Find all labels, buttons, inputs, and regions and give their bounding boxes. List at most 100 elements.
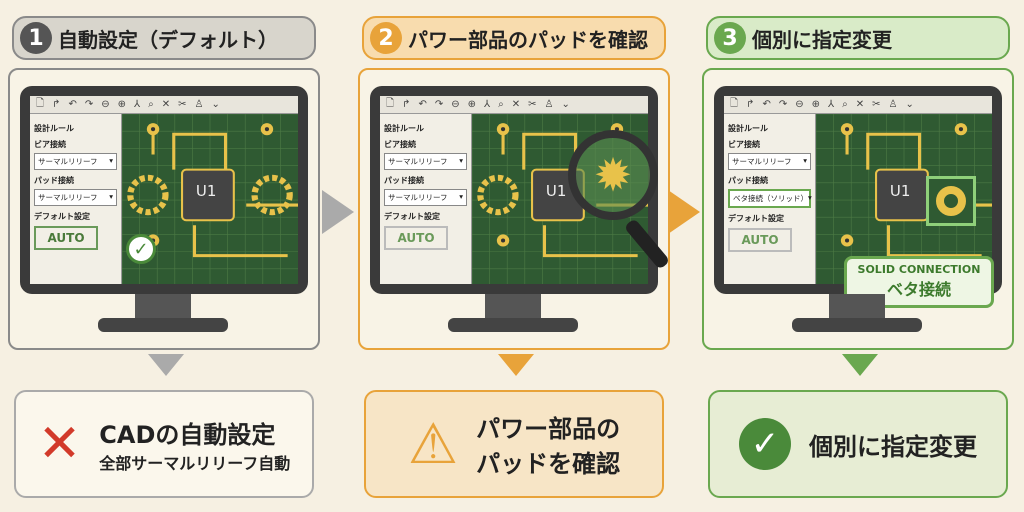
monitor: 🗋↱↶↷⊖⊕⅄⌕✕✂♙⌄設計ルールビア接続サーマルリリーフ▾パッド接続ベタ接続（… (714, 86, 1002, 294)
chip-label-u1: U1 (545, 182, 567, 200)
default-setting-label: デフォルト設定 (728, 214, 784, 223)
cut-icon[interactable]: ✂ (178, 99, 187, 110)
via-connection-value: サーマルリリーフ (732, 157, 792, 166)
sidebar-title: 設計ルール (34, 124, 74, 133)
cut-icon[interactable]: ✂ (872, 99, 881, 110)
monitor-stand (829, 294, 885, 320)
monitor-card: 🗋↱↶↷⊖⊕⅄⌕✕✂♙⌄設計ルールビア接続サーマルリリーフ▾パッド接続ベタ接続（… (702, 68, 1014, 350)
via-connection-select[interactable]: サーマルリリーフ▾ (34, 153, 117, 170)
cad-screen: 🗋↱↶↷⊖⊕⅄⌕✕✂♙⌄設計ルールビア接続サーマルリリーフ▾パッド接続サーマルリ… (30, 96, 298, 284)
monitor-card: 🗋↱↶↷⊖⊕⅄⌕✕✂♙⌄設計ルールビア接続サーマルリリーフ▾パッド接続サーマルリ… (358, 68, 671, 350)
step-title: パワー部品のパッドを確認 (408, 27, 648, 52)
sidebar-title: 設計ルール (384, 124, 424, 133)
auto-button[interactable]: AUTO (384, 226, 448, 250)
auto-button[interactable]: AUTO (34, 226, 98, 250)
cross-icon[interactable]: ✕ (511, 99, 521, 110)
pad-connection-value: サーマルリリーフ (388, 193, 448, 202)
result-line-1: パワー部品の (476, 415, 621, 443)
zoom-in-icon[interactable]: ⊕ (811, 99, 820, 110)
zoom-in-icon[interactable]: ⊕ (117, 99, 126, 110)
auto-button[interactable]: AUTO (728, 228, 792, 252)
inspect-icon[interactable]: ⌕ (148, 99, 154, 110)
down-arrow-icon (148, 354, 184, 376)
result-box: ⚠ パワー部品のパッドを確認 (364, 390, 664, 498)
route-icon[interactable]: ⅄ (484, 99, 491, 110)
cad-toolbar: 🗋 ↱ ↶ ↷ ⊖ ⊕ ⅄ ⌕ ✕ ✂ ♙ ⌄ (380, 96, 648, 114)
route-icon[interactable]: ⅄ (134, 99, 141, 110)
undo-icon[interactable]: ↶ (68, 99, 77, 110)
sidebar-title: 設計ルール (728, 124, 768, 133)
chevron-down-icon: ▾ (459, 156, 463, 165)
zoom-out-icon[interactable]: ⊖ (101, 99, 110, 110)
cross-icon: ✕ (37, 414, 82, 474)
via-connection-select[interactable]: サーマルリリーフ ▾ (728, 153, 811, 170)
inspect-icon[interactable]: ⌕ (842, 99, 848, 110)
chevron-down-icon: ▾ (459, 192, 463, 201)
pad-connection-label: パッド接続 (728, 176, 768, 185)
monitor-base (792, 318, 922, 332)
new-file-icon[interactable]: 🗋 (730, 98, 739, 109)
export-icon[interactable]: ↱ (402, 99, 411, 110)
zoom-out-icon[interactable]: ⊖ (795, 99, 804, 110)
user-icon[interactable]: ♙ (544, 99, 554, 110)
magnifier-icon: ✹ (568, 130, 658, 220)
cut-icon[interactable]: ✂ (528, 99, 537, 110)
down-arrow-icon (498, 354, 534, 376)
via-connection-select[interactable]: サーマルリリーフ ▾ (384, 153, 467, 170)
chevron-down-icon: ▾ (803, 156, 807, 165)
redo-icon[interactable]: ↷ (84, 99, 94, 110)
user-icon[interactable]: ♙ (194, 99, 204, 110)
check-icon: ✓ (739, 418, 791, 470)
pad-connection-select[interactable]: サーマルリリーフ▾ (34, 189, 117, 206)
monitor-base (98, 318, 228, 332)
pcb-canvas: U1 (815, 113, 992, 284)
step-number-badge: 1 (20, 22, 52, 54)
step-title: 個別に指定変更 (752, 27, 892, 52)
redo-icon[interactable]: ↷ (434, 99, 444, 110)
pad-connection-value: サーマルリリーフ (38, 193, 98, 202)
dropdown-icon[interactable]: ⌄ (211, 99, 220, 110)
pad-connection-select[interactable]: サーマルリリーフ ▾ (384, 189, 467, 206)
result-line-2: パッドを確認 (476, 450, 621, 478)
cross-icon[interactable]: ✕ (855, 99, 865, 110)
new-file-icon[interactable]: 🗋 (36, 98, 45, 109)
solid-pad-highlight (926, 176, 976, 226)
route-icon[interactable]: ⅄ (828, 99, 835, 110)
inspect-icon[interactable]: ⌕ (498, 99, 504, 110)
callout-english: SOLID CONNECTION (857, 263, 981, 276)
cad-toolbar: 🗋 ↱ ↶ ↷ ⊖ ⊕ ⅄ ⌕ ✕ ✂ ♙ ⌄ (30, 96, 298, 114)
callout-japanese: ベタ接続 (886, 280, 951, 299)
zoom-in-icon[interactable]: ⊕ (467, 99, 476, 110)
result-text: CADの自動設定全部サーマルリリーフ自動 (99, 415, 290, 474)
step-number-badge: 3 (714, 22, 746, 54)
dropdown-icon[interactable]: ⌄ (905, 99, 914, 110)
user-icon[interactable]: ♙ (888, 99, 898, 110)
result-line-1: CADの自動設定 (99, 420, 276, 449)
undo-icon[interactable]: ↶ (762, 99, 771, 110)
design-rules-sidebar: 設計ルールビア接続サーマルリリーフ▾パッド接続ベタ接続（ソリッド）▾デフォルト設… (724, 114, 816, 284)
cross-icon[interactable]: ✕ (161, 99, 171, 110)
dropdown-icon[interactable]: ⌄ (561, 99, 570, 110)
via-connection-value: サーマルリリーフ (388, 157, 448, 166)
check-badge-icon: ✓ (126, 234, 156, 264)
via-connection-label: ビア接続 (384, 140, 416, 149)
cad-toolbar: 🗋 ↱ ↶ ↷ ⊖ ⊕ ⅄ ⌕ ✕ ✂ ♙ ⌄ (724, 96, 992, 114)
export-icon[interactable]: ↱ (52, 99, 61, 110)
redo-icon[interactable]: ↷ (778, 99, 788, 110)
warning-icon: ⚠ (407, 411, 459, 477)
export-icon[interactable]: ↱ (746, 99, 755, 110)
pad-connection-label: パッド接続 (384, 176, 424, 185)
via-connection-value: サーマルリリーフ (38, 157, 98, 166)
zoom-out-icon[interactable]: ⊖ (451, 99, 460, 110)
undo-icon[interactable]: ↶ (418, 99, 427, 110)
new-file-icon[interactable]: 🗋 (386, 98, 395, 109)
chip-label-u1: U1 (889, 182, 911, 200)
chip-label-u1: U1 (195, 182, 217, 200)
default-setting-label: デフォルト設定 (384, 212, 440, 221)
pad-connection-select[interactable]: ベタ接続（ソリッド）▾ (728, 189, 812, 208)
